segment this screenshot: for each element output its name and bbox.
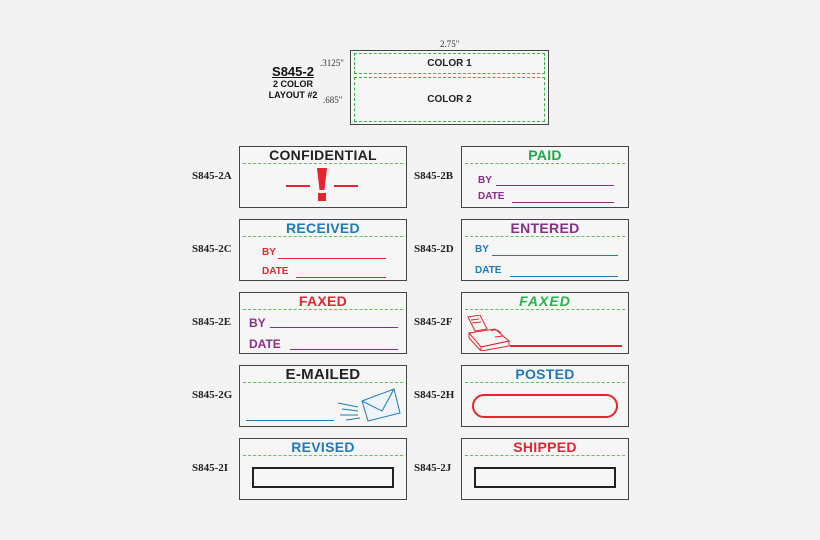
stamp-card-paid[interactable]: PAID BY DATE	[461, 146, 629, 208]
color-divider	[465, 382, 625, 383]
stamp-card-revised[interactable]: REVISED	[239, 438, 407, 500]
stamp-code-f: S845-2F	[414, 316, 453, 328]
stamp-code-j: S845-2J	[414, 462, 452, 474]
date-line	[296, 277, 386, 278]
line1-dimension: .3125"	[320, 58, 344, 68]
stamp-title: RECEIVED	[286, 220, 360, 236]
stamp-code-c: S845-2C	[192, 243, 232, 255]
stamp-code-i: S845-2I	[192, 462, 229, 474]
by-label: BY	[478, 175, 492, 186]
color-divider	[465, 309, 625, 310]
stamp-code-e: S845-2E	[192, 316, 232, 328]
date-label: DATE	[262, 266, 289, 277]
stamp-card-received[interactable]: RECEIVED BY DATE	[239, 219, 407, 281]
date-line	[510, 276, 618, 277]
envelope-icon	[337, 388, 401, 422]
stamp-title: ENTERED	[510, 220, 580, 236]
by-line	[278, 258, 386, 259]
fax-machine-icon	[467, 315, 511, 351]
signature-line	[510, 345, 622, 347]
stamp-card-shipped[interactable]: SHIPPED	[461, 438, 629, 500]
date-label: DATE	[478, 191, 505, 202]
stamp-code-a: S845-2A	[192, 170, 232, 182]
by-label: BY	[262, 247, 276, 258]
by-line	[270, 327, 398, 328]
stamp-title: FAXED	[298, 293, 348, 309]
layout-line-2: COLOR 2	[354, 77, 545, 122]
date-line	[512, 202, 614, 203]
model-subtitle-1: 2 COLOR	[272, 79, 313, 89]
model-subtitle-2: LAYOUT #2	[268, 90, 318, 100]
left-rule	[286, 185, 310, 187]
color-divider	[243, 455, 403, 456]
by-line	[492, 255, 618, 256]
sent-line	[246, 420, 334, 421]
layout-line-1: COLOR 1	[354, 53, 545, 74]
color-divider	[465, 455, 625, 456]
width-dimension: 2.75"	[440, 39, 460, 49]
color-divider	[465, 236, 625, 237]
stamp-card-e-mailed[interactable]: E-MAILED	[239, 365, 407, 427]
model-heading: S845-2 2 COLOR LAYOUT #2	[258, 64, 328, 101]
date-line	[290, 349, 398, 350]
stamp-card-faxed[interactable]: FAXED BY DATE	[239, 292, 407, 354]
stamp-title: POSTED	[515, 366, 575, 382]
stamp-title: CONFIDENTIAL	[269, 147, 377, 163]
stamp-title: PAID	[528, 147, 562, 163]
color-divider	[243, 236, 403, 237]
color-divider	[465, 163, 625, 164]
color-divider	[243, 163, 403, 164]
stamp-title: REVISED	[291, 439, 355, 455]
color-divider	[243, 382, 403, 383]
layout-line-1-label: COLOR 1	[427, 58, 472, 69]
stamp-code-h: S845-2H	[414, 389, 455, 401]
stamp-card-faxed-icon[interactable]: FAXED	[461, 292, 629, 354]
stamp-card-entered[interactable]: ENTERED BY DATE	[461, 219, 629, 281]
stamp-code-d: S845-2D	[414, 243, 454, 255]
by-label: BY	[475, 244, 489, 255]
stamp-card-confidential[interactable]: CONFIDENTIAL	[239, 146, 407, 208]
stamp-code-b: S845-2B	[414, 170, 454, 182]
by-label: BY	[249, 316, 266, 330]
layout-diagram	[350, 50, 549, 125]
shipping-box	[474, 467, 616, 488]
color-divider	[243, 309, 403, 310]
stamp-title: SHIPPED	[513, 439, 577, 455]
model-number: S845-2	[272, 64, 314, 79]
stamp-code-g: S845-2G	[192, 389, 233, 401]
date-label: DATE	[249, 337, 281, 351]
stamp-title: E-MAILED	[285, 366, 361, 383]
exclamation-icon	[317, 168, 327, 201]
posted-capsule	[472, 394, 618, 418]
stamp-title: FAXED	[519, 293, 571, 309]
revision-box	[252, 467, 394, 488]
stamp-card-posted[interactable]: POSTED	[461, 365, 629, 427]
date-label: DATE	[475, 265, 502, 276]
by-line	[496, 185, 614, 186]
line2-dimension: .685"	[323, 95, 343, 105]
layout-line-2-label: COLOR 2	[427, 94, 472, 105]
right-rule	[334, 185, 358, 187]
